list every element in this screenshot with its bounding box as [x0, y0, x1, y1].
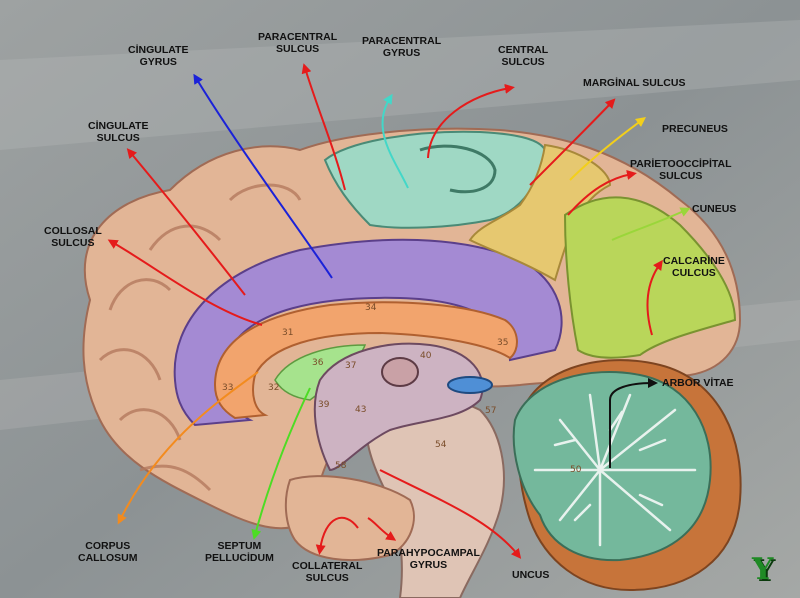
label-parietooccipital-sulcus: PARİETOOCCİPİTAL SULCUS: [630, 158, 732, 182]
label-paracentral-sulcus: PARACENTRAL SULCUS: [258, 31, 338, 55]
model-number: 34: [365, 303, 377, 313]
arbor-vitae-region: [512, 371, 712, 562]
temporal-lobe: [284, 475, 415, 561]
frontal-gyri: [98, 183, 302, 492]
model-number: 32: [268, 383, 279, 393]
arrow-parahypocampal-gyrus: [367, 517, 397, 541]
label-precuneus: PRECUNEUS: [662, 123, 728, 135]
arrow-uncus: [379, 469, 522, 559]
arrow-cuneus: [611, 207, 691, 241]
model-number: 36: [312, 358, 324, 368]
model-number: 40: [420, 351, 432, 361]
arrow-arbor-vitae: [609, 378, 658, 468]
logo: Y: [752, 552, 774, 587]
arrow-cingulate-gyrus: [193, 73, 333, 279]
model-number: 58: [335, 461, 347, 471]
model-number: 35: [497, 338, 508, 348]
label-paracentral-gyrus: PARACENTRAL GYRUS: [362, 35, 442, 59]
cuneus-region: [563, 196, 737, 359]
arrow-paracentral-gyrus: [381, 93, 409, 189]
model-number: 43: [355, 405, 366, 415]
label-parahypocampal-gyrus: PARAHYPOCAMPAL GYRUS: [377, 547, 480, 571]
label-cingulate-sulcus: CİNGULATE SULCUS: [88, 120, 149, 144]
label-collateral-sulcus: COLLATERAL SULCUS: [292, 560, 363, 584]
label-central-sulcus: CENTRAL SULCUS: [498, 44, 549, 68]
model-number: 54: [435, 440, 447, 450]
arrow-septum-pellucidum: [251, 387, 311, 540]
arrow-collateral-sulcus: [315, 516, 359, 555]
arrow-paracentral-sulcus: [301, 63, 346, 191]
diencephalon: [313, 342, 484, 472]
label-arbor-vitae: ARBOR VİTAE: [662, 377, 734, 389]
model-number: 39: [318, 400, 330, 410]
label-arrows: [107, 63, 691, 559]
model-number: 31: [282, 328, 293, 338]
arrow-corpus-callosum: [117, 371, 259, 525]
model-numbers: 31 34 35 33 32 36 37 50 54 57 58 40 43 3…: [222, 303, 582, 475]
arrow-marginal-sulcus: [529, 98, 616, 186]
label-cingulate-gyrus: CİNGULATE GYRUS: [128, 44, 189, 68]
label-corpus-callosum: CORPUS CALLOSUM: [78, 540, 138, 564]
arrow-cingulate-sulcus: [126, 148, 246, 296]
label-marginal-sulcus: MARGİNAL SULCUS: [583, 77, 686, 89]
central-sulcus-groove: [419, 144, 497, 194]
label-uncus: UNCUS: [512, 569, 550, 581]
precuneus-region: [468, 143, 612, 282]
label-calcarine-sulcus: CALCARİNE CULCUS: [663, 255, 725, 279]
corpus-callosum-region: [213, 301, 518, 420]
arrow-central-sulcus: [427, 83, 515, 159]
label-collosal-sulcus: COLLOSAL SULCUS: [44, 225, 102, 249]
model-number: 37: [345, 361, 356, 371]
arrow-collosal-sulcus: [107, 239, 263, 326]
arrow-precuneus: [569, 117, 647, 181]
pineal-region: [381, 357, 419, 387]
arrow-parietooccipital-sulcus: [567, 169, 637, 216]
model-number: 57: [485, 406, 496, 416]
fourth-ventricle-blue: [447, 376, 493, 394]
arbor-vitae-branches: [533, 393, 697, 547]
model-number: 50: [570, 465, 582, 475]
label-cuneus: CUNEUS: [692, 203, 737, 215]
model-number: 33: [222, 383, 233, 393]
arrow-calcarine-sulcus: [646, 259, 663, 336]
label-septum-pellucidum: SEPTUM PELLUCİDUM: [205, 540, 274, 564]
